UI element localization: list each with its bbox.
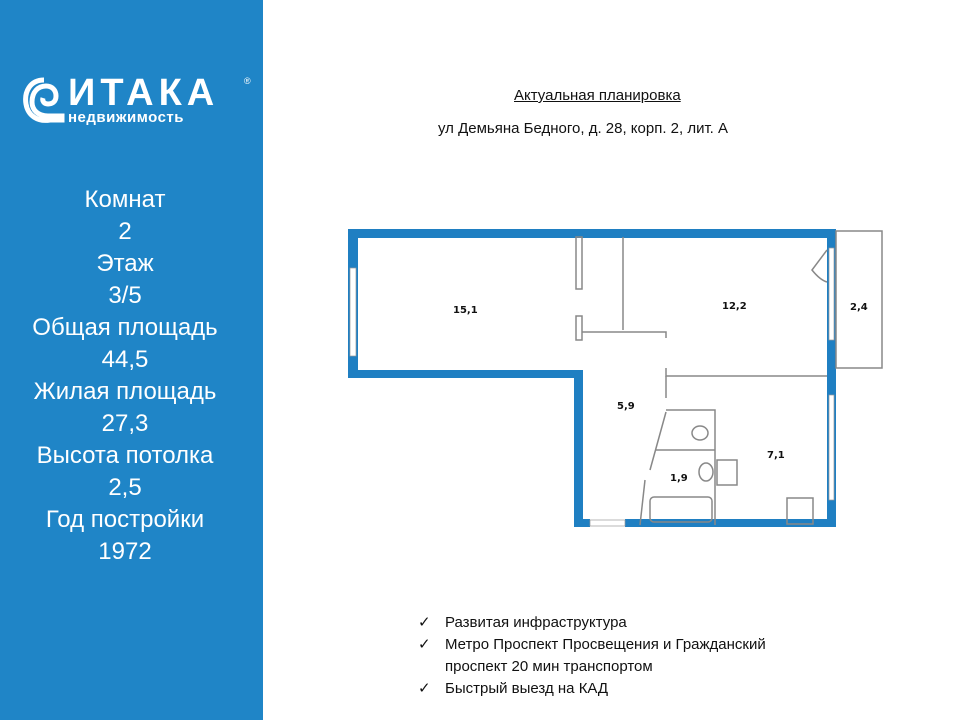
room-area-label: 12,2	[722, 301, 747, 312]
feature-item: ✓ Развитая инфраструктура	[418, 612, 766, 634]
address: ул Демьяна Бедного, д. 28, корп. 2, лит.…	[438, 120, 729, 137]
stat-label: Год постройки	[45, 506, 205, 533]
room-area-label: 1,9	[670, 473, 688, 484]
wave-logo-icon	[23, 77, 65, 123]
logo-subtitle: недвижимость	[68, 109, 184, 126]
apartment-stats: Комнат 2 Этаж 3/5 Общая площадь 44,5 Жил…	[0, 184, 250, 568]
exterior-walls	[348, 229, 836, 527]
stat-value: 44,5	[101, 346, 149, 373]
plan-title: Актуальная планировка	[514, 87, 681, 104]
stat-label: Жилая площадь	[33, 378, 217, 405]
feature-text: Быстрый выезд на КАД	[445, 680, 609, 697]
stat-label: Высота потолка	[36, 442, 214, 469]
stat-label: Этаж	[96, 250, 154, 277]
room-area-label: 15,1	[453, 305, 478, 316]
logo-name: ИТАКА	[68, 72, 220, 114]
features-list: ✓ Развитая инфраструктура ✓ Метро Проспе…	[418, 612, 766, 700]
logo-year: 1993	[44, 114, 60, 121]
feature-item: ✓ Метро Проспект Просвещения и Гражданск…	[418, 634, 766, 678]
info-sidebar: ИТАКА ® недвижимость 1993 Комнат 2 Этаж …	[0, 0, 263, 720]
company-logo: ИТАКА ® недвижимость 1993	[22, 72, 251, 130]
feature-line: проспект 20 мин транспортом	[445, 658, 653, 675]
stat-value: 1972	[98, 538, 152, 565]
stat-value: 27,3	[101, 410, 149, 437]
feature-text: Развитая инфраструктура	[445, 614, 627, 631]
stat-value: 3/5	[108, 282, 142, 309]
stat-value: 2,5	[108, 474, 142, 501]
stat-label: Общая площадь	[32, 314, 218, 341]
stat-value: 2	[118, 218, 132, 245]
room-area-label: 7,1	[767, 450, 785, 461]
room-area-label: 5,9	[617, 401, 635, 412]
windows	[349, 247, 835, 527]
feature-text: Метро Проспект Просвещения и Гражданский…	[445, 634, 766, 678]
check-icon: ✓	[418, 636, 431, 653]
check-icon: ✓	[418, 680, 431, 697]
registered-mark: ®	[244, 76, 251, 86]
floor-plan: 15,1 12,2 2,4 5,9 7,1 1,9	[348, 229, 883, 527]
stat-label: Комнат	[84, 186, 166, 213]
feature-line: Метро Проспект Просвещения и Гражданский	[445, 636, 766, 653]
interior-walls	[575, 230, 883, 526]
feature-item: ✓ Быстрый выезд на КАД	[418, 678, 766, 700]
room-area-label: 2,4	[850, 302, 868, 313]
check-icon: ✓	[418, 614, 431, 631]
